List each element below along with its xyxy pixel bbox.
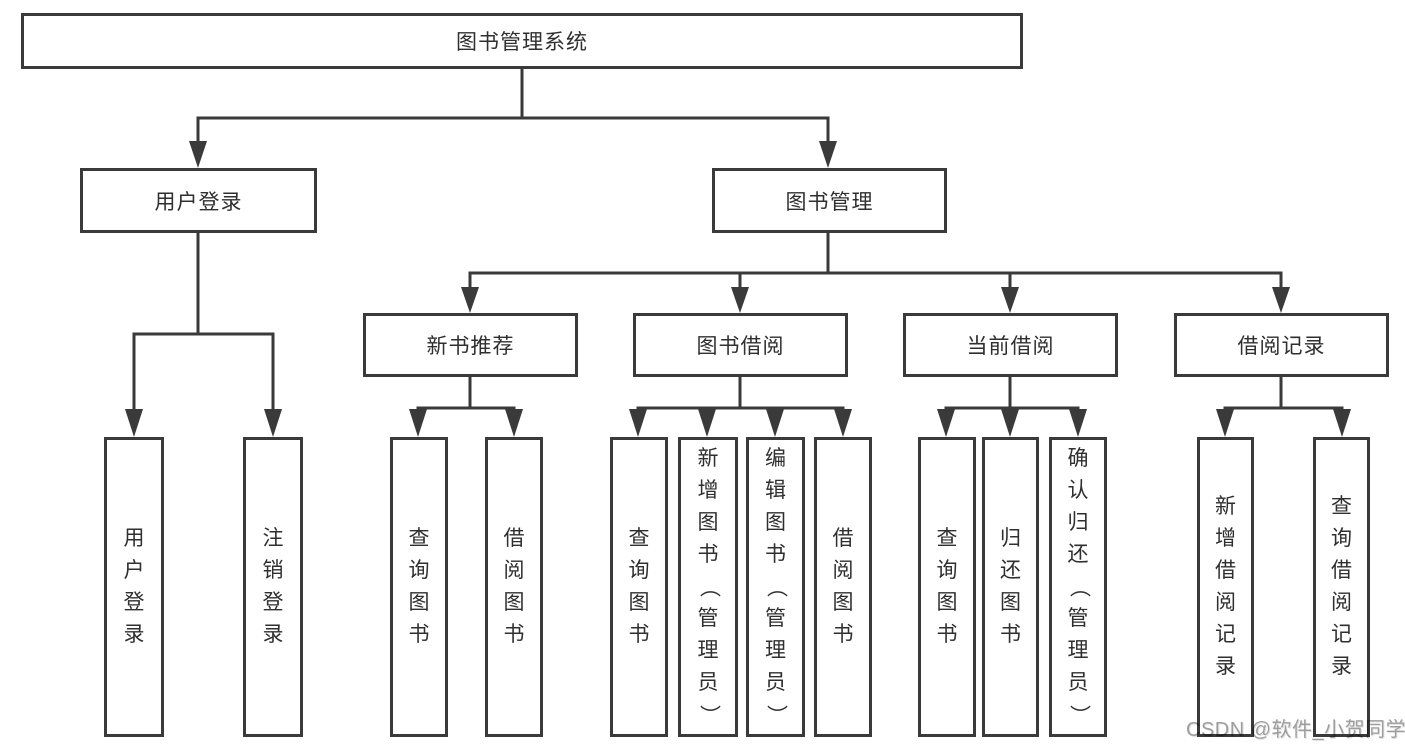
node-label: 当前借阅 [966, 335, 1055, 358]
node-new-book-recommend: 新书推荐 [363, 313, 578, 377]
node-label: 图书管理系统 [456, 31, 588, 54]
node-label: 借阅记录 [1237, 335, 1326, 358]
node-borrow-records: 借阅记录 [1174, 313, 1389, 377]
leaf-return-books: 归还图书 [982, 437, 1039, 737]
leaf-edit-books-admin: 编辑图书（管理员） [746, 437, 805, 737]
node-current-borrow: 当前借阅 [903, 313, 1118, 377]
arrowhead-icons [125, 141, 1351, 437]
node-root-system: 图书管理系统 [21, 13, 1023, 69]
csdn-watermark: CSDN @软件_小贺同学 [1186, 719, 1405, 741]
leaf-borrow-books-recommend: 借阅图书 [485, 437, 543, 737]
leaf-query-books-recommend: 查询图书 [390, 437, 448, 737]
node-label: 图书管理 [785, 190, 874, 214]
leaf-add-borrow-record: 新增借阅记录 [1197, 437, 1254, 737]
node-book-borrow: 图书借阅 [633, 313, 848, 377]
leaf-query-books-borrow: 查询图书 [610, 437, 668, 737]
node-label: 图书借阅 [696, 335, 785, 358]
leaf-add-books-admin: 新增图书（管理员） [678, 437, 738, 737]
node-book-management: 图书管理 [712, 168, 947, 233]
leaf-confirm-return-admin: 确认归还（管理员） [1049, 437, 1107, 737]
leaf-logout: 注销登录 [243, 437, 303, 737]
leaf-query-books-current: 查询图书 [918, 437, 976, 737]
node-label: 新书推荐 [426, 335, 515, 358]
leaf-borrow-books: 借阅图书 [814, 437, 872, 737]
node-label: 用户登录 [154, 190, 243, 214]
node-user-login: 用户登录 [80, 168, 317, 233]
leaf-user-login: 用户登录 [104, 437, 164, 737]
leaf-query-borrow-record: 查询借阅记录 [1313, 437, 1370, 737]
